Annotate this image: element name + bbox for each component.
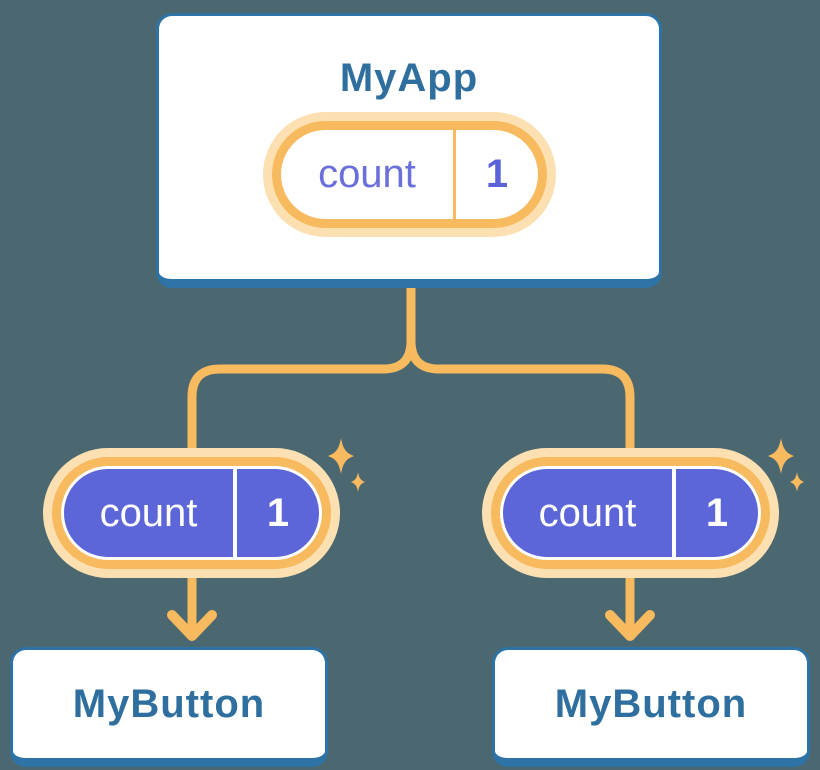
- connector-right-branch: [406, 284, 635, 631]
- component-card-root: MyApp: [156, 13, 662, 288]
- state-name: count: [318, 152, 416, 196]
- prop-pill-left: count 1: [43, 448, 340, 578]
- prop-pill-body: count 1: [64, 469, 319, 557]
- component-title: MyApp: [339, 56, 479, 100]
- prop-name: count: [538, 490, 637, 535]
- state-pill-root: count 1: [263, 112, 556, 237]
- prop-value: 1: [233, 469, 319, 557]
- state-pill-face: count 1: [281, 130, 538, 219]
- prop-pill-ring: count 1: [52, 457, 331, 569]
- component-title: MyButton: [72, 681, 266, 726]
- prop-pill-ring: count 1: [491, 457, 770, 569]
- prop-pill-right: count 1: [482, 448, 779, 578]
- component-card-right: MyButton: [492, 647, 810, 767]
- state-pill-ring: count 1: [272, 121, 547, 228]
- prop-value: 1: [672, 469, 758, 557]
- component-title: MyButton: [554, 681, 748, 726]
- component-card-left: MyButton: [10, 647, 328, 767]
- sparkles-icon: [328, 438, 366, 492]
- arrow-down-icon: [605, 610, 655, 641]
- sparkles-icon: [768, 438, 805, 492]
- prop-name: count: [99, 490, 198, 535]
- prop-pill-gap: count 1: [61, 466, 322, 560]
- prop-pill-body: count 1: [503, 469, 758, 557]
- prop-pill-gap: count 1: [500, 466, 761, 560]
- arrow-down-icon: [167, 610, 217, 641]
- state-value: 1: [453, 130, 538, 219]
